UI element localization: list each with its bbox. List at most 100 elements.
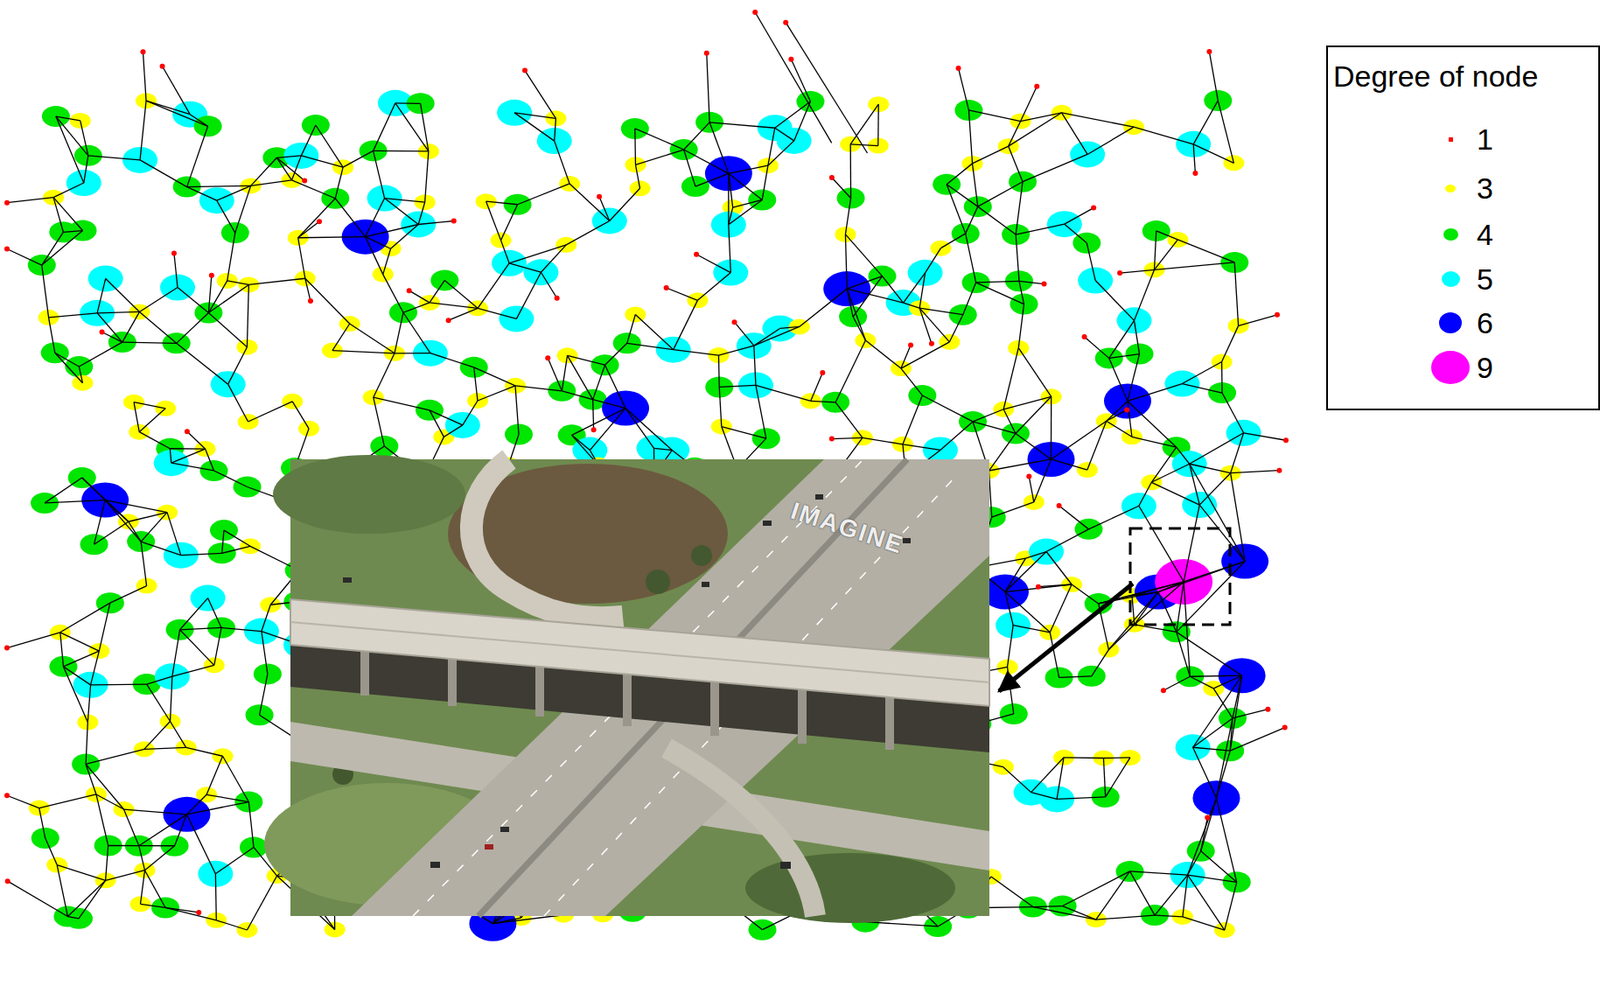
graph-link [1187,874,1225,930]
bridge-lane [290,621,990,683]
graph-link [1215,718,1233,798]
leaf-node [195,909,202,916]
graph-link [734,321,755,346]
graph-link [139,845,175,846]
graph-link [635,164,640,189]
graph-link [186,814,216,874]
graph-link [96,794,109,846]
grass-patch [272,454,466,534]
graph-link [572,408,626,436]
graph-link [214,627,222,665]
leaf-node [4,200,10,206]
graph-link [474,367,516,386]
graph-link [1151,447,1176,483]
graph-link [1103,758,1105,797]
graph-link [709,122,776,128]
graph-link [865,340,902,369]
graph-link [140,870,146,905]
legend-swatch [1443,228,1459,241]
graph-link [403,312,431,353]
graph-link [486,201,502,240]
graph-link [569,183,610,222]
graph-link [1201,817,1209,852]
graph-link [110,586,147,604]
graph-link [976,282,1025,305]
graph-link [251,180,293,186]
leaf-node [1264,706,1271,713]
graph-link [228,384,249,422]
graph-link [1189,675,1242,677]
graph-link [1156,230,1179,240]
leaf-node [1056,503,1063,509]
graph-link [1222,325,1239,362]
graph-link [946,163,972,185]
graph-link [1020,86,1038,122]
graph-link [222,545,251,553]
graph-link [300,125,315,156]
graph-link [105,845,109,881]
graph-link [1187,874,1237,882]
graph-link [67,916,79,919]
graph-link [901,345,911,369]
graph-link [1221,362,1223,394]
graph-link [55,116,84,183]
legend-title: Degree of node [1333,59,1538,94]
legend-box: Degree of node134569 [1326,45,1600,411]
leaf-node [446,317,452,323]
graph-link [140,903,167,908]
graph-link [477,307,517,319]
graph-link [972,146,1009,164]
graph-link [261,631,268,675]
graph-link [1201,797,1217,852]
graph-link [1091,649,1110,677]
graph-link [474,367,478,401]
graph-link [1005,592,1050,633]
graph-link [988,459,1051,471]
legend-label: 3 [1476,170,1494,206]
graph-link [418,202,425,224]
curve-ramp [666,747,816,916]
graph-link [216,200,236,233]
graph-link [1034,459,1052,503]
graph-link [1138,482,1152,506]
graph-link [206,794,249,802]
graph-link [298,198,336,238]
graph-link [78,880,106,919]
leaf-node [1282,725,1288,731]
graph-link [170,676,173,721]
legend-swatch [1445,184,1456,193]
graph-link [214,470,248,488]
graph-link [1189,676,1214,689]
graph-link [206,755,223,795]
graph-link [1106,409,1127,421]
graph-link [719,384,756,387]
graph-link [305,278,350,324]
graph-node [154,400,176,417]
graph-link [105,870,146,881]
graph-link [477,263,510,309]
graph-link [180,598,209,630]
graph-link [754,326,800,346]
graph-link [108,845,140,846]
graph-link [172,629,181,677]
graph-node [69,220,98,242]
graph-link [1127,400,1132,437]
graph-link [1028,475,1034,503]
graph-link [1071,584,1099,604]
graph-link [754,345,756,385]
graph-link [409,290,430,303]
graph-link [635,314,673,350]
leaf-node [1117,270,1123,276]
graph-link [1109,320,1135,358]
graph-link [728,173,734,208]
leaf-node [908,342,914,349]
graph-link [718,345,754,356]
graph-link [403,302,430,313]
graph-link [946,184,966,234]
graph-link [1105,757,1131,797]
graph-link [146,676,173,685]
leaf-node [1035,584,1042,590]
graph-link [222,530,224,553]
graph-link [216,920,247,930]
graph-link [1208,51,1218,101]
